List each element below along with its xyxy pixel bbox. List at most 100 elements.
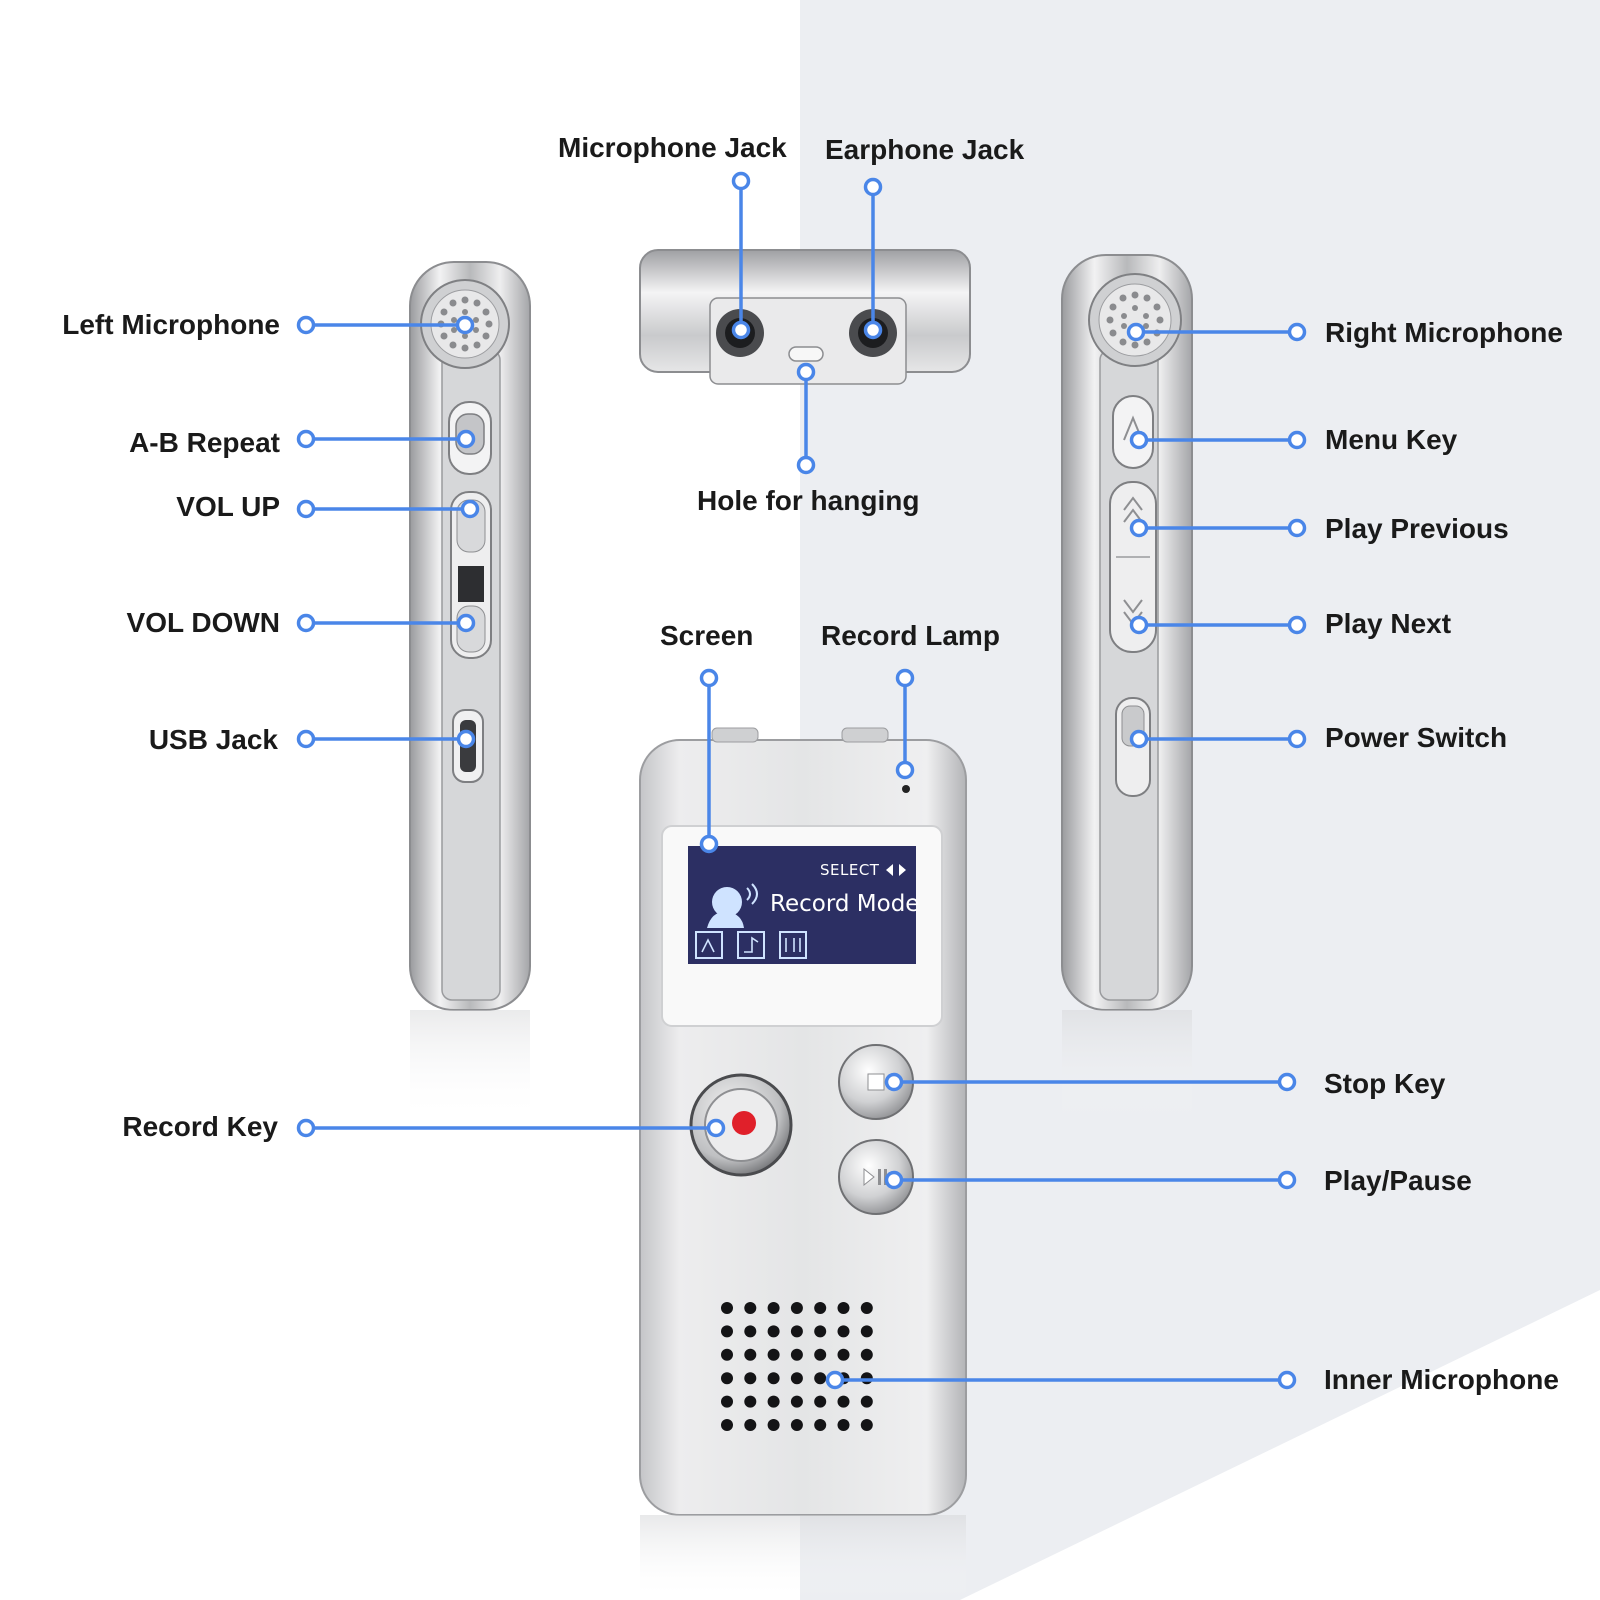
callout-dot — [456, 429, 476, 449]
callout-dot — [796, 455, 816, 475]
callout-dot — [1287, 322, 1307, 342]
callout-dot — [1287, 430, 1307, 450]
speaker-hole — [814, 1325, 827, 1338]
record-lamp-icon — [902, 785, 910, 793]
callout-dot — [1287, 729, 1307, 749]
label-vol-down: VOL DOWN — [126, 607, 280, 638]
callout-dot — [731, 320, 751, 340]
recorder-side-right-view — [1061, 254, 1193, 1120]
callout-dot — [699, 668, 719, 688]
callout-dot — [825, 1370, 845, 1390]
callout-dot — [1277, 1170, 1297, 1190]
callout-dot — [460, 499, 480, 519]
label-menu-key: Menu Key — [1325, 424, 1458, 455]
speaker-hole — [837, 1302, 850, 1314]
speaker-hole — [814, 1419, 827, 1431]
mode-icons-row — [695, 931, 807, 959]
callout-dot — [456, 613, 476, 633]
label-play-previous: Play Previous — [1325, 513, 1509, 544]
callout-dot — [296, 729, 316, 749]
callout-dot — [731, 171, 751, 191]
recorder-front-view — [639, 727, 967, 1600]
label-inner-microphone: Inner Microphone — [1324, 1364, 1559, 1395]
screen-record-mode-text: Record Mode — [770, 891, 920, 917]
speaker-hole — [790, 1348, 803, 1361]
speaker-hole — [721, 1419, 733, 1431]
speaker-hole — [837, 1348, 850, 1361]
speaker-hole — [744, 1348, 757, 1361]
speaker-hole — [767, 1395, 780, 1408]
speaker-hole — [837, 1395, 850, 1408]
power-switch-icon — [1115, 697, 1151, 797]
callout-dot — [1277, 1072, 1297, 1092]
callout-dot — [895, 760, 915, 780]
callout-dot — [296, 429, 316, 449]
label-stop-key: Stop Key — [1324, 1068, 1446, 1099]
speaker-hole — [860, 1348, 873, 1361]
callout-dot — [895, 668, 915, 688]
speaker-hole — [814, 1395, 827, 1408]
speaker-hole — [814, 1302, 827, 1314]
speaker-hole — [721, 1372, 733, 1385]
label-play-next: Play Next — [1325, 608, 1452, 639]
speaker-hole — [790, 1302, 803, 1314]
speaker-hole — [767, 1348, 780, 1361]
callout-dot — [1129, 518, 1149, 538]
label-microphone-jack: Microphone Jack — [558, 132, 787, 163]
speaker-hole — [837, 1419, 850, 1431]
callout-dot — [1129, 615, 1149, 635]
speaker-hole — [721, 1325, 733, 1338]
speaker-hole — [790, 1419, 803, 1431]
settings-icon — [779, 931, 807, 959]
speaker-hole — [744, 1325, 757, 1338]
speaker-hole — [767, 1302, 780, 1314]
speaker-hole — [721, 1395, 733, 1408]
callout-dot — [455, 315, 475, 335]
speaker-hole — [860, 1372, 873, 1385]
speaker-hole — [790, 1395, 803, 1408]
speaker-hole — [767, 1419, 780, 1431]
voice-record-icon — [707, 883, 758, 928]
speaker-mode-icon — [695, 931, 723, 959]
callout-dot — [456, 729, 476, 749]
callout-dot — [1277, 1370, 1297, 1390]
record-key-button — [689, 1073, 793, 1177]
speaker-hole — [790, 1372, 803, 1385]
callout-dot — [296, 499, 316, 519]
speaker-hole — [790, 1325, 803, 1338]
speaker-hole — [744, 1372, 757, 1385]
right-microphone-grille-icon — [1088, 273, 1182, 367]
speaker-hole — [744, 1419, 757, 1431]
label-hole-for-hanging: Hole for hanging — [697, 485, 920, 516]
speaker-hole — [767, 1325, 780, 1338]
label-record-lamp: Record Lamp — [821, 620, 1000, 651]
speaker-hole — [767, 1372, 780, 1385]
label-screen: Screen — [660, 620, 754, 651]
callout-dot — [1129, 430, 1149, 450]
label-earphone-jack: Earphone Jack — [825, 134, 1025, 165]
callout-dot — [296, 315, 316, 335]
label-power-switch: Power Switch — [1325, 722, 1508, 753]
recorder-side-left-view — [409, 261, 531, 1120]
label-right-microphone: Right Microphone — [1325, 317, 1563, 348]
label-usb-jack: USB Jack — [148, 724, 278, 755]
speaker-hole — [744, 1302, 757, 1314]
menu-key-icon — [1112, 395, 1154, 469]
callout-dot — [296, 613, 316, 633]
callout-dot — [884, 1170, 904, 1190]
callout-dot — [863, 177, 883, 197]
select-arrow-icon — [886, 864, 906, 876]
callout-dot — [1129, 729, 1149, 749]
speaker-hole — [860, 1419, 873, 1431]
callout-dot — [699, 834, 719, 854]
speaker-hole — [837, 1325, 850, 1338]
callout-dot — [863, 320, 883, 340]
callout-dot — [884, 1072, 904, 1092]
callout-dot — [1126, 322, 1146, 342]
speaker-hole — [860, 1395, 873, 1408]
callout-dot — [296, 1118, 316, 1138]
screen-select-text: SELECT — [820, 861, 880, 879]
callout-dot — [1287, 518, 1307, 538]
callout-dot — [1287, 615, 1307, 635]
